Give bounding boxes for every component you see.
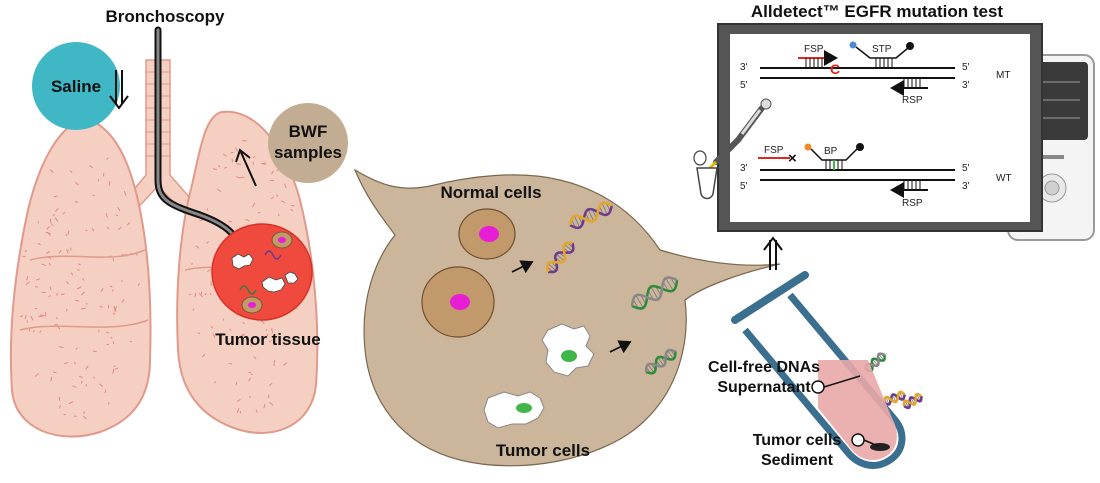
mt-stp-label: STP — [872, 44, 892, 55]
fluid-sac — [353, 168, 781, 467]
wt-bp-label: BP — [824, 146, 838, 157]
down-double-arrow — [109, 70, 129, 110]
cfdna-label-2: Supernatant — [717, 379, 811, 396]
wt-fsp-label: FSP — [764, 145, 784, 156]
monitor — [717, 23, 1043, 232]
mt-rsp-label: RSP — [902, 95, 923, 106]
dna-cf-2 — [882, 390, 906, 406]
sediment-label-1: Tumor cells — [753, 432, 842, 449]
dna-cf-3 — [902, 392, 923, 410]
normal-cells-label: Normal cells — [440, 183, 541, 202]
dna-normal-2 — [545, 241, 575, 274]
normal-dna-arrow — [511, 260, 534, 274]
cfdna-label-1: Cell-free DNAs — [708, 359, 820, 376]
mt-mismatch: C — [830, 61, 840, 77]
bwf-label-1: BWF — [289, 122, 328, 141]
tumor-tissue — [211, 223, 313, 321]
wt-block: × — [788, 150, 797, 167]
tumor-tissue-label: Tumor tissue — [215, 330, 320, 349]
wt-rsp-label: RSP — [902, 198, 923, 209]
dna-tumor-2 — [644, 348, 677, 375]
saline-label: Saline — [51, 77, 101, 96]
sediment-label-2: Sediment — [761, 452, 834, 469]
wt-left-bottom: 5' — [740, 181, 748, 192]
mt-fsp-label: FSP — [804, 44, 824, 55]
test-tube — [731, 271, 906, 469]
dna-normal-1 — [568, 201, 613, 230]
wt-left-top: 3' — [740, 163, 748, 174]
saline-circle — [32, 42, 120, 130]
double-up-arrow — [763, 236, 783, 270]
normal-cell-2 — [421, 266, 495, 338]
pipette — [706, 98, 772, 172]
mt-left-top: 3' — [740, 62, 748, 73]
normal-cell-1 — [458, 208, 516, 260]
mt-tag: MT — [996, 70, 1010, 81]
test-title: Alldetect™ EGFR mutation test — [751, 2, 1004, 21]
wt-right-top: 5' — [962, 163, 970, 174]
dna-tumor-1 — [630, 276, 679, 310]
bwf-circle — [268, 103, 348, 183]
mt-left-bottom: 5' — [740, 80, 748, 91]
tumor-cell-1 — [541, 323, 595, 377]
sample-tube — [693, 150, 718, 200]
up-arrow — [235, 148, 257, 187]
bronchoscopy-label: Bronchoscopy — [105, 7, 225, 26]
wt-tag: WT — [996, 173, 1012, 184]
left-lung — [9, 116, 152, 438]
wt-assay: 3' 5' 5' 3' WT FSP × BP RSP — [740, 143, 1012, 209]
mt-right-bottom: 3' — [962, 80, 970, 91]
mt-right-top: 5' — [962, 62, 970, 73]
tumor-dna-arrow — [609, 340, 632, 354]
tumor-cell-2 — [483, 391, 545, 429]
tumor-cells-label: Tumor cells — [496, 441, 590, 460]
mt-assay: 3' 5' 5' 3' MT FSP C STP — [740, 41, 1010, 106]
wt-right-bottom: 3' — [962, 181, 970, 192]
bwf-label-2: samples — [274, 143, 342, 162]
supernatant — [818, 360, 897, 461]
